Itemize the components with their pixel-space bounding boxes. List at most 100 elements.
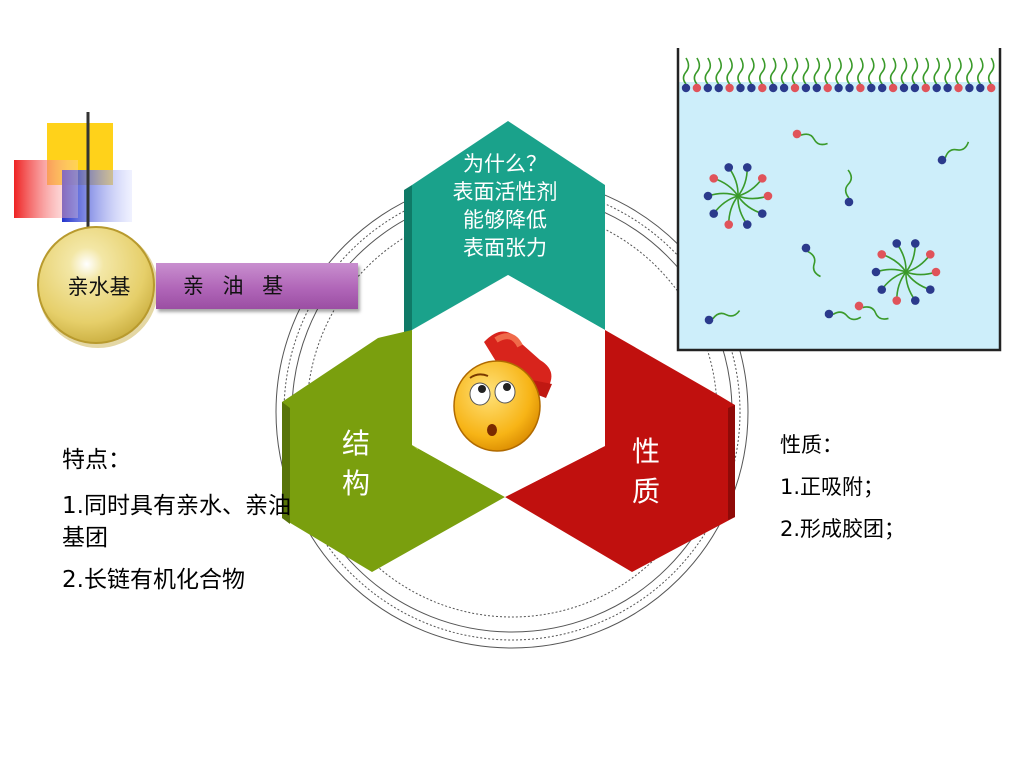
surface-tail (791, 57, 799, 85)
surface-head (801, 83, 811, 93)
surface-tail (911, 57, 919, 85)
water (678, 82, 1000, 350)
surface-tail (857, 57, 864, 85)
surface-head (878, 83, 887, 93)
question-line: 表面活性剂 (452, 180, 558, 204)
surface-head (725, 83, 734, 93)
micelle-head (877, 285, 887, 294)
free-tail (800, 133, 828, 146)
surface-tail (769, 57, 777, 85)
surface-head (867, 83, 876, 93)
micelle-head (892, 296, 902, 305)
micelle-head (877, 250, 887, 259)
free-tail (807, 250, 821, 278)
surface-head (976, 83, 985, 93)
free-head (801, 243, 811, 253)
structure-label: 结 构 (336, 424, 376, 504)
surface-tail (737, 57, 744, 85)
surface-monolayer (681, 57, 996, 93)
surface-tail (693, 57, 701, 85)
free-head (704, 315, 714, 325)
free-tail (712, 310, 741, 320)
property-label: 性 质 (626, 432, 666, 512)
surface-tail (944, 57, 951, 85)
property-segment (505, 330, 735, 572)
structure-segment (282, 330, 505, 572)
surface-head (943, 83, 952, 93)
free-molecules (704, 129, 970, 325)
micelle-head (742, 163, 752, 172)
micelle-head (931, 267, 941, 277)
corner-squares (14, 112, 132, 252)
micelle-head (910, 239, 920, 248)
three-segment-diagram (282, 121, 735, 572)
micelle-head (724, 220, 734, 229)
free-molecule (801, 243, 821, 278)
surface-tail (846, 57, 853, 85)
surface-head (987, 83, 996, 93)
surface-head (834, 83, 843, 93)
free-head (844, 197, 854, 207)
surface-tail (780, 57, 788, 85)
surface-tail (922, 57, 930, 85)
surface-tail (977, 57, 984, 85)
surface-tail (802, 57, 810, 85)
property-label-line: 性 (631, 435, 660, 468)
micelle-head (724, 163, 734, 172)
surface-head (703, 83, 712, 93)
features-heading: 特点： (62, 447, 131, 473)
properties-notes: 性质： 1.正吸附； 2.形成胶团； (780, 430, 980, 556)
surface-head (954, 83, 963, 93)
surface-head (812, 83, 821, 93)
free-molecule (854, 301, 889, 320)
question-text: 为什么？ 表面活性剂 能够降低 表面张力 (420, 150, 590, 262)
surface-tail (868, 57, 875, 85)
question-segment (412, 121, 605, 330)
surface-tail (878, 57, 886, 85)
surface-head (823, 83, 832, 93)
question-line: 表面张力 (463, 236, 547, 260)
surface-tail (966, 57, 973, 85)
micelle-head (925, 285, 935, 294)
surface-head (932, 83, 941, 93)
features-item: 1.同时具有亲水、亲油基团 (62, 493, 291, 551)
surface-tail (900, 57, 908, 85)
surface-head (779, 83, 789, 93)
free-molecule (792, 129, 828, 146)
micelle-head (925, 250, 935, 259)
thinking-face-icon (453, 331, 552, 452)
micelles (703, 163, 941, 305)
surface-tail (987, 57, 995, 85)
beaker-outline (676, 48, 1002, 352)
micelle (871, 239, 941, 305)
red-square (14, 160, 78, 218)
features-notes: 特点： 1.同时具有亲水、亲油基团 2.长链有机化合物 (62, 444, 312, 606)
surface-head (758, 83, 767, 93)
surface-tail (704, 57, 712, 85)
surface-head (747, 83, 756, 93)
micelle-head (910, 296, 920, 305)
free-head (854, 301, 864, 311)
surface-tail (933, 57, 940, 85)
free-tail (862, 306, 889, 320)
properties-heading: 性质： (780, 433, 843, 457)
structure-label-line: 构 (341, 467, 370, 500)
free-head (824, 309, 834, 319)
lipophilic-tail-bar (156, 263, 358, 309)
free-molecule (704, 310, 741, 325)
hydrophilic-label: 亲水基 (67, 275, 131, 299)
micelle-head (871, 267, 881, 277)
surface-tail (759, 57, 766, 85)
structure-label-line: 结 (341, 427, 370, 460)
surface-head (692, 83, 702, 93)
free-molecule (937, 141, 970, 165)
free-head (937, 155, 947, 165)
free-tail (844, 169, 853, 199)
lipophilic-label: 亲 油 基 (182, 274, 290, 298)
surface-head (714, 83, 723, 93)
micelle-head (757, 174, 767, 183)
free-molecule (844, 169, 854, 207)
free-tail (832, 311, 862, 321)
surface-head (856, 83, 865, 93)
surface-head (681, 83, 691, 93)
